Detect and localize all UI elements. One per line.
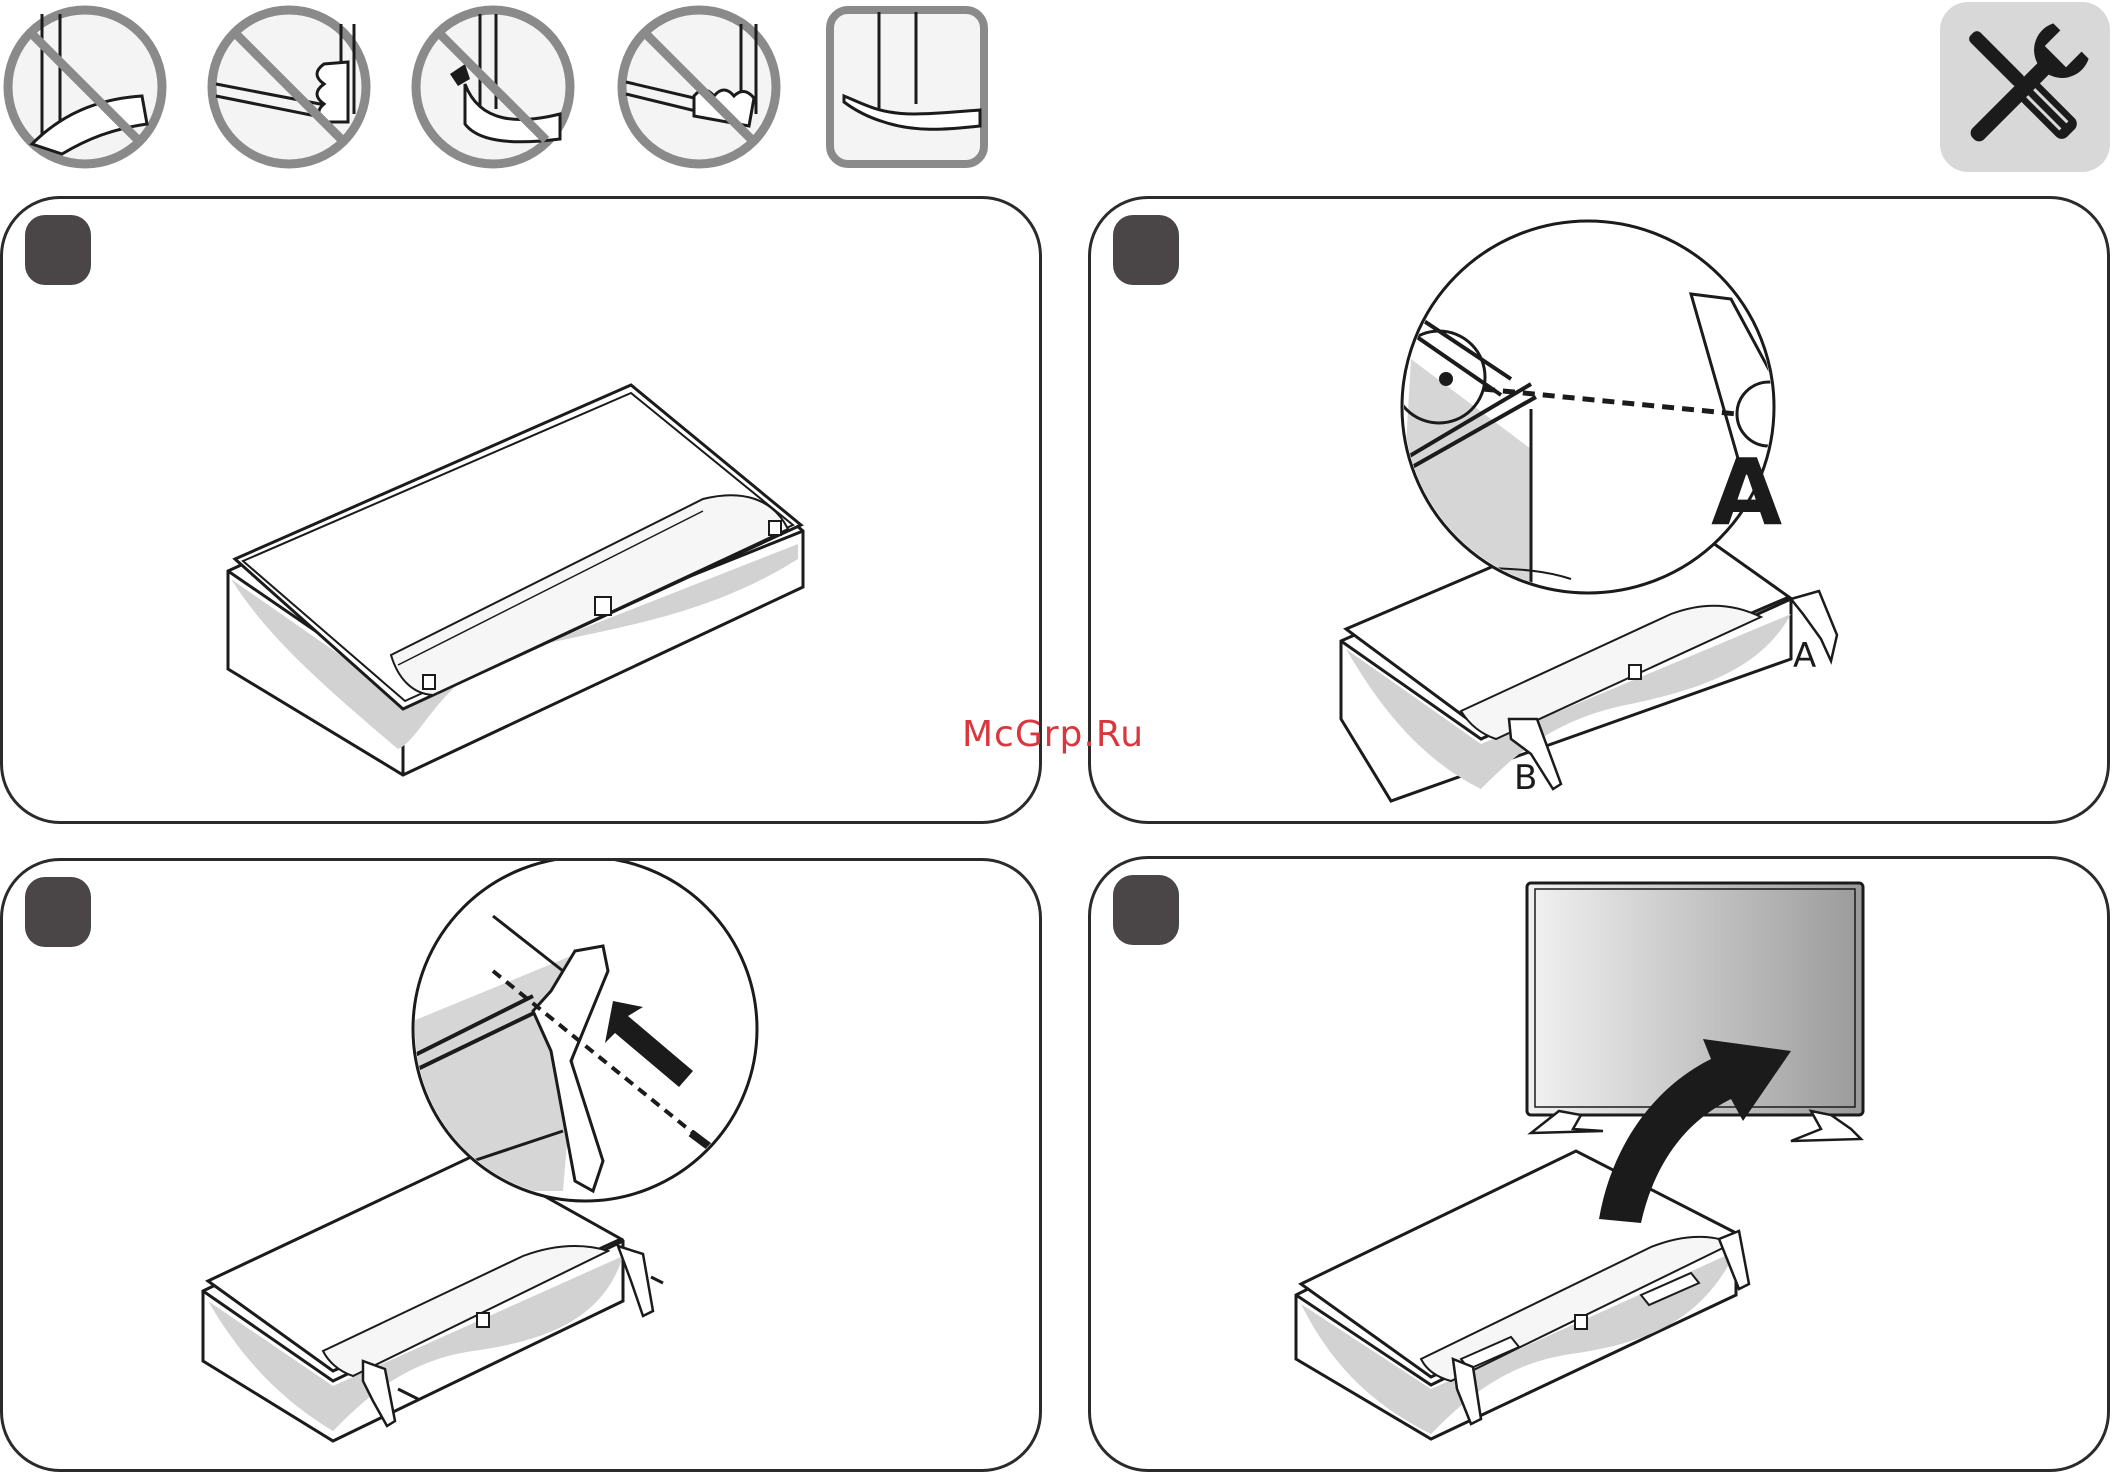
screwdriver-wrench-icon — [1940, 2, 2110, 172]
step-3-panel — [0, 858, 1042, 1472]
no-touch-screen-icon — [2, 4, 168, 170]
no-grab-edge-icon — [206, 4, 372, 170]
part-a-large-label: A — [1711, 439, 1782, 546]
step-1-panel — [0, 196, 1042, 824]
screw-stands-illustration — [3, 861, 1042, 1472]
correct-hold-icon — [824, 4, 990, 170]
no-grab-bottom-icon — [616, 4, 782, 170]
no-press-screen-icon — [410, 4, 576, 170]
step-2-panel: A A B — [1088, 196, 2110, 824]
part-a-label: A — [1793, 636, 1816, 676]
part-b-label: B — [1514, 758, 1537, 798]
tv-face-down-illustration — [3, 199, 1042, 824]
watermark-text: McGrp.Ru — [962, 714, 1144, 755]
attach-stands-illustration: A A B — [1091, 199, 2110, 824]
step-4-panel — [1088, 856, 2110, 1472]
lift-tv-upright-illustration — [1091, 859, 2110, 1472]
